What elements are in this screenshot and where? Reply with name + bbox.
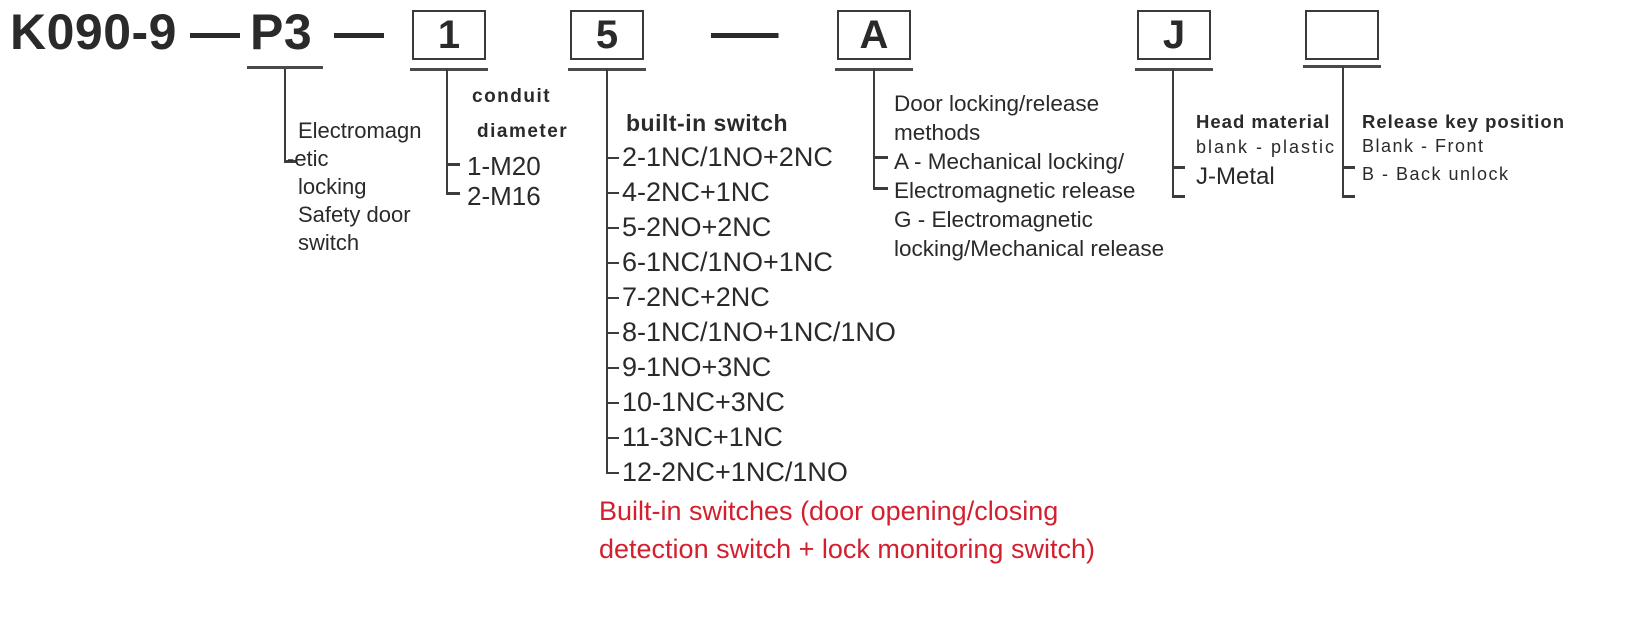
head-material-option: J-Metal (1196, 163, 1275, 190)
switch-heading: built-in switch (626, 110, 789, 136)
connector-tick-head (1172, 166, 1185, 169)
conduit-option: 1-M20 (467, 151, 541, 181)
connector-line-prefix (284, 69, 286, 162)
underline-head-box (1135, 68, 1213, 71)
code-box-built-in-switch: 5 (570, 10, 644, 60)
release-key-option: B - Back unlock (1362, 164, 1510, 184)
connector-foot-door (873, 187, 888, 190)
switch-option: 7-2NC+2NC (606, 280, 896, 315)
conduit-heading-line: diameter (477, 121, 569, 142)
switch-note-line: Built-in switches (door opening/closing (599, 496, 1059, 526)
switch-option: 6-1NC/1NO+1NC (606, 245, 896, 280)
switch-option: 9-1NO+3NC (606, 350, 896, 385)
code-box-conduit-diameter: 1 (412, 10, 486, 60)
code-box-locking-method: A (837, 10, 911, 60)
switch-note: Built-in switches (door opening/closing … (599, 492, 1095, 568)
prefix-description-line: -etic (287, 146, 329, 171)
switch-option: 4-2NC+1NC (606, 175, 896, 210)
separator-dash: — (334, 4, 384, 60)
head-material-heading: Head material (1196, 111, 1331, 132)
release-key-option: Blank - Front (1362, 136, 1485, 156)
door-locking-description: Door locking/release methods A - Mechani… (894, 89, 1164, 263)
connector-tick-release (1342, 166, 1355, 169)
connector-line-door (873, 69, 875, 190)
door-locking-line: A - Mechanical locking/ (894, 149, 1125, 174)
connector-tick-conduit (446, 163, 460, 166)
switch-option: 12-2NC+1NC/1NO (606, 455, 896, 490)
connector-line-release (1342, 66, 1344, 198)
conduit-options: 1-M20 2-M16 (467, 151, 541, 211)
series-code: K090-9 (10, 4, 177, 60)
door-locking-line: Electromagnetic release (894, 178, 1136, 203)
switch-note-line: detection switch + lock monitoring switc… (599, 534, 1095, 564)
connector-foot-conduit (446, 192, 460, 195)
conduit-heading-line: conduit (472, 86, 552, 107)
door-locking-line: locking/Mechanical release (894, 236, 1165, 261)
separator-dash: — (190, 4, 240, 60)
prefix-description: Electromagn -etic locking Safety door sw… (287, 117, 422, 257)
prefix-description-line: switch (298, 230, 360, 255)
prefix-description-line: locking (298, 174, 367, 199)
connector-foot-release (1342, 195, 1355, 198)
door-locking-line: methods (894, 120, 981, 145)
conduit-option: 2-M16 (467, 180, 541, 211)
switch-option: 10-1NC+3NC (606, 385, 896, 420)
connector-tick-door (873, 156, 888, 159)
connector-foot-prefix (284, 160, 297, 163)
prefix-description-line: Safety door (298, 202, 411, 227)
door-locking-line: G - Electromagnetic (894, 207, 1093, 232)
switch-option: 5-2NO+2NC (606, 210, 896, 245)
connector-foot-head (1172, 195, 1185, 198)
prefix-code: P3 (250, 4, 313, 60)
connector-line-head (1172, 69, 1174, 198)
switch-option: 2-1NC/1NO+2NC (606, 140, 896, 175)
underline-conduit-box (410, 68, 488, 71)
switch-option: 11-3NC+1NC (606, 420, 896, 455)
code-box-head-material: J (1137, 10, 1211, 60)
head-material-option: blank - plastic (1196, 137, 1337, 157)
code-box-release-key (1305, 10, 1379, 60)
separator-dash: — (711, 4, 779, 60)
switch-options: 2-1NC/1NO+2NC 4-2NC+1NC 5-2NO+2NC 6-1NC/… (606, 140, 896, 490)
underline-prefix (247, 66, 323, 69)
connector-line-switch (606, 69, 608, 473)
switch-option: 8-1NC/1NO+1NC/1NO (606, 315, 896, 350)
door-locking-line: Door locking/release (894, 91, 1100, 116)
prefix-description-line: Electromagn (298, 118, 422, 143)
connector-line-conduit (446, 69, 448, 195)
release-key-heading: Release key position (1362, 111, 1566, 132)
